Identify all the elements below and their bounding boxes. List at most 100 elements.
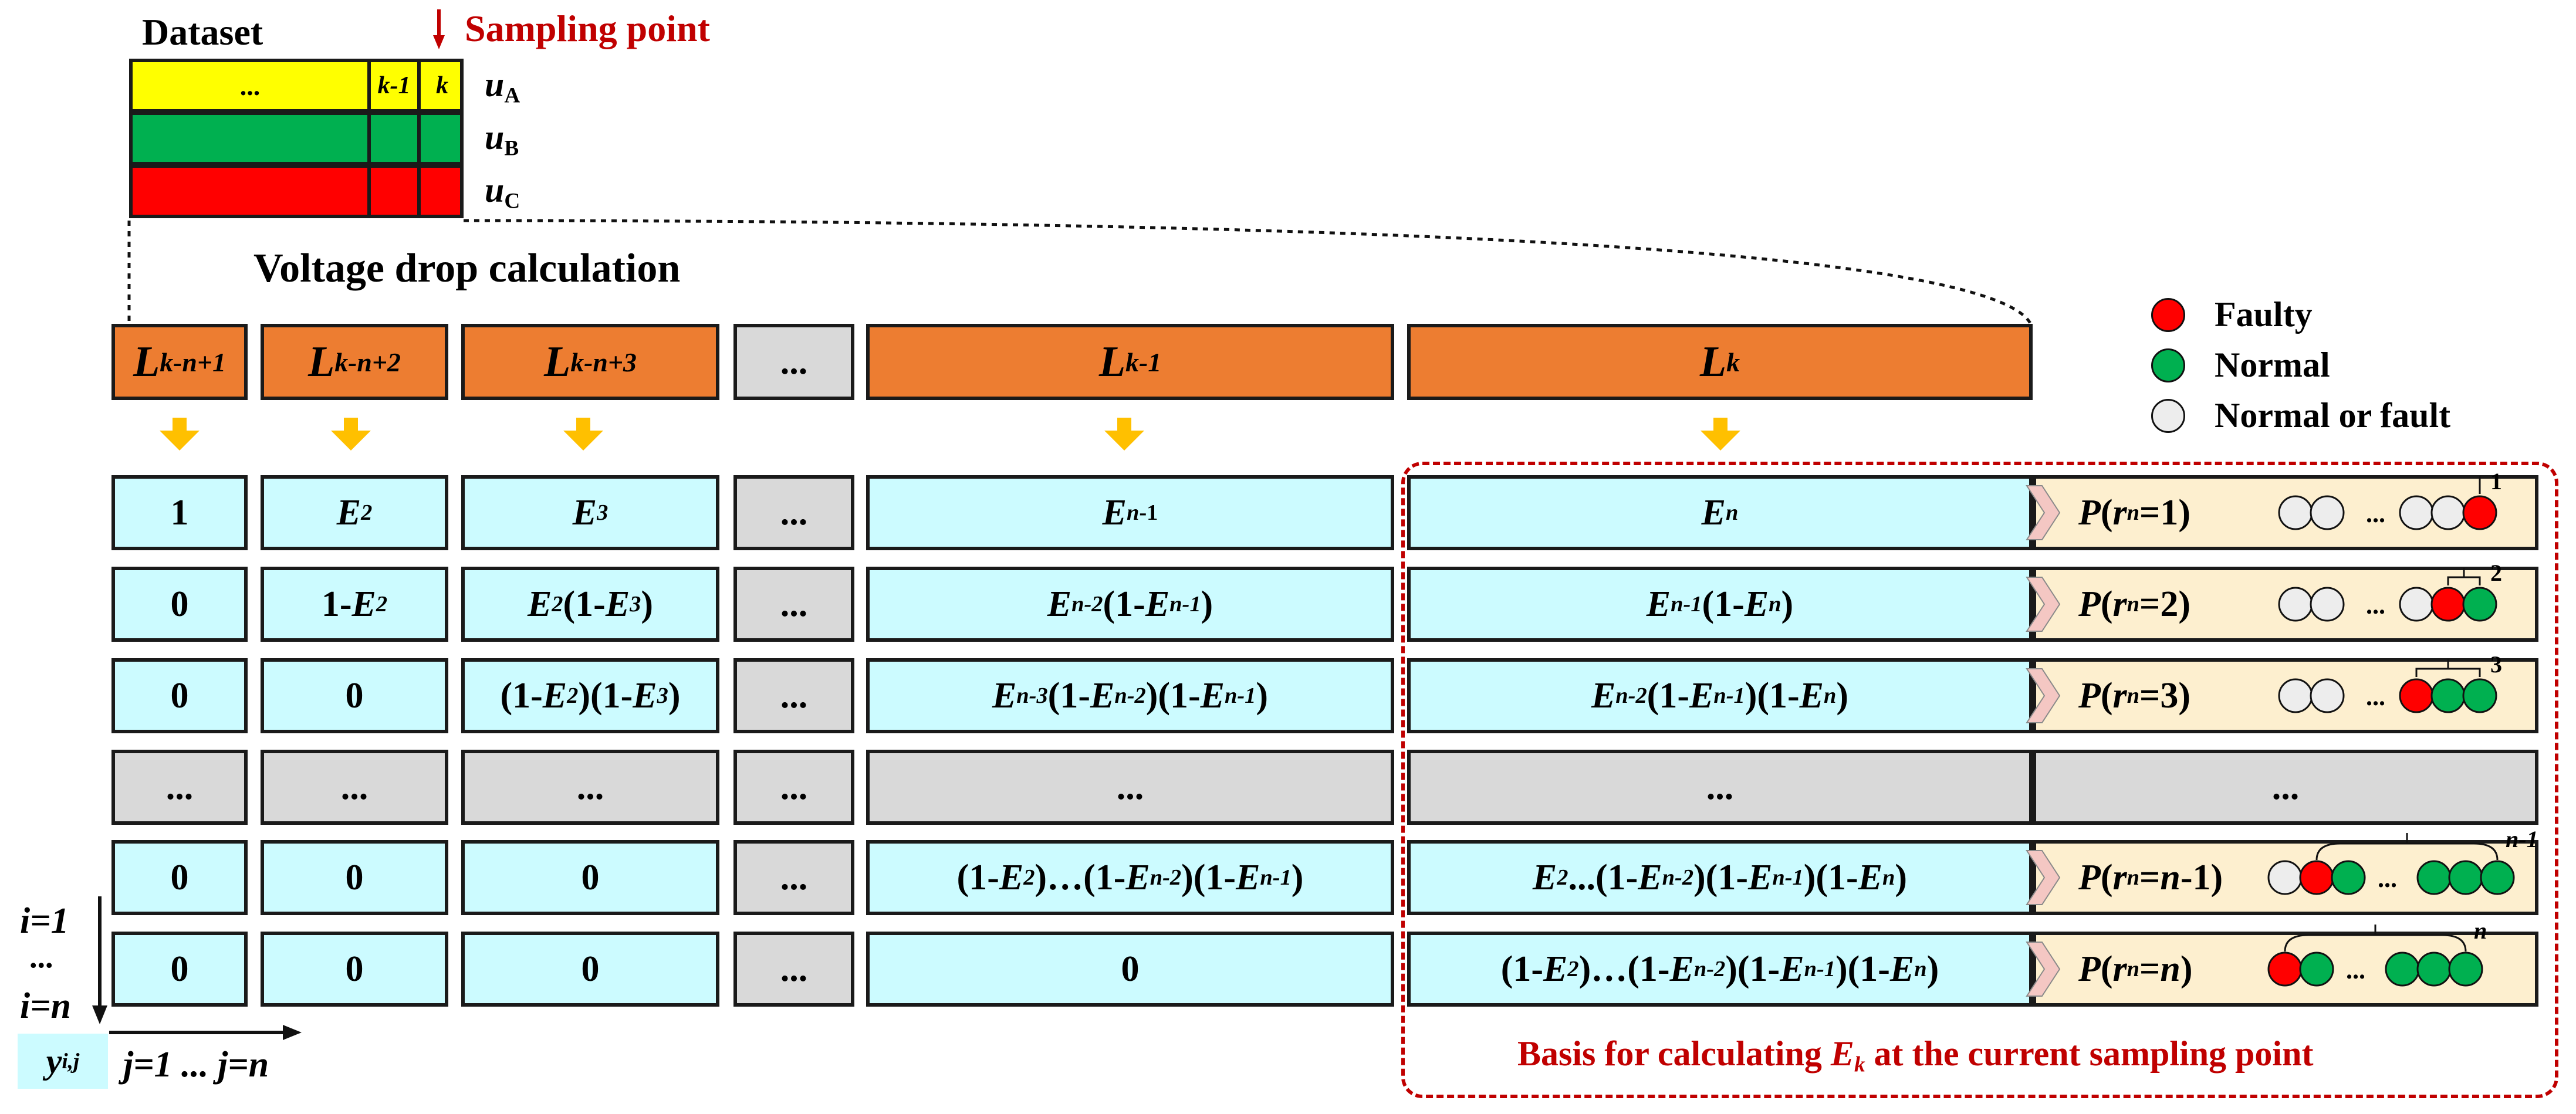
matrix-cell-r3-c4: ... bbox=[866, 750, 1394, 825]
svg-text:n-1: n-1 bbox=[2506, 826, 2538, 852]
matrix-cell-r5-c1: 0 bbox=[261, 932, 448, 1007]
matrix-cell-r1-c0: 0 bbox=[111, 567, 248, 642]
down-arrow-icon bbox=[1104, 418, 1144, 451]
basis-region bbox=[1401, 462, 2558, 1098]
legend-label-1: Normal bbox=[2215, 346, 2330, 384]
svg-text:...: ... bbox=[2366, 682, 2385, 711]
matrix-cell-r5-c3: ... bbox=[733, 932, 854, 1007]
legend-normal-icon bbox=[2151, 399, 2185, 433]
fault-pattern-0: ... 1 bbox=[2265, 468, 2535, 550]
matrix-cell-r0-c0: 1 bbox=[111, 475, 248, 550]
svg-text:...: ... bbox=[2366, 499, 2385, 528]
dataset-divider bbox=[367, 168, 371, 215]
dataset-cell-k-1: k-1 bbox=[377, 72, 411, 99]
svg-text:3: 3 bbox=[2490, 651, 2502, 678]
section-title: Voltage drop calculation bbox=[253, 246, 681, 291]
sampling-point-label: Sampling point bbox=[465, 8, 710, 49]
phase-label-a: uA bbox=[485, 65, 520, 108]
phase-label-c: uC bbox=[485, 171, 520, 214]
legend-faulty-icon bbox=[2151, 298, 2185, 332]
svg-text:n: n bbox=[2474, 917, 2487, 944]
down-arrow-icon bbox=[1701, 418, 1740, 451]
matrix-cell-r4-c3: ... bbox=[733, 840, 854, 915]
matrix-cell-r4-c1: 0 bbox=[261, 840, 448, 915]
legend-label-2: Normal or fault bbox=[2215, 396, 2451, 435]
phase-label-b: uB bbox=[485, 118, 519, 161]
matrix-cell-r3-c1: ... bbox=[261, 750, 448, 825]
dataset-divider bbox=[417, 62, 421, 109]
index-i-first: i=1 bbox=[20, 901, 69, 941]
fault-pattern-1: ... 2 bbox=[2265, 560, 2535, 642]
chevron-icon bbox=[2026, 668, 2062, 723]
svg-text:2: 2 bbox=[2490, 560, 2502, 586]
legend-label-0: Faulty bbox=[2215, 295, 2313, 334]
down-arrow-icon bbox=[563, 418, 603, 451]
fault-pattern-4: ... n-1 bbox=[2265, 826, 2538, 915]
svg-text:1: 1 bbox=[2490, 468, 2502, 495]
matrix-cell-r3-c0: ... bbox=[111, 750, 248, 825]
j-range-label: j=1 ... j=n bbox=[123, 1045, 269, 1085]
matrix-cell-r4-c2: 0 bbox=[461, 840, 719, 915]
dataset-title: Dataset bbox=[142, 11, 263, 53]
matrix-cell-r3-c2: ... bbox=[461, 750, 719, 825]
svg-text:...: ... bbox=[2378, 864, 2397, 893]
matrix-cell-r5-c2: 0 bbox=[461, 932, 719, 1007]
basis-symbol-sub: k bbox=[1854, 1052, 1865, 1077]
dataset-row-c bbox=[129, 164, 464, 218]
sampling-point-arrow-icon bbox=[433, 9, 445, 50]
legend-normal-icon bbox=[2151, 348, 2185, 382]
matrix-cell-r5-c4: 0 bbox=[866, 932, 1394, 1007]
index-i-dots: ... bbox=[29, 939, 53, 974]
basis-text-pre: Basis for calculating bbox=[1517, 1034, 1831, 1073]
down-arrow-icon bbox=[331, 418, 371, 451]
matrix-cell-r2-c3: ... bbox=[733, 658, 854, 733]
matrix-cell-r2-c1: 0 bbox=[261, 658, 448, 733]
dataset-cell-k: k bbox=[436, 72, 448, 99]
matrix-cell-r0-c3: ... bbox=[733, 475, 854, 550]
dataset-row-a: ... k-1 k bbox=[129, 59, 464, 113]
y-sub: i,j bbox=[62, 1049, 80, 1074]
chevron-icon bbox=[2026, 850, 2062, 905]
dataset-divider bbox=[417, 168, 421, 215]
chevron-icon bbox=[2026, 485, 2062, 540]
basis-symbol: E bbox=[1830, 1034, 1854, 1073]
fault-pattern-5: ... n bbox=[2265, 917, 2535, 1007]
chevron-icon bbox=[2026, 577, 2062, 632]
y-symbol: y bbox=[46, 1041, 62, 1081]
down-arrow-icon bbox=[160, 418, 200, 451]
svg-text:...: ... bbox=[2346, 956, 2365, 984]
basis-caption: Basis for calculating Ek at the current … bbox=[1517, 1034, 2313, 1077]
dataset-cell-dots: ... bbox=[239, 70, 261, 101]
fault-pattern-2: ... 3 bbox=[2265, 651, 2535, 733]
header-3: ... bbox=[733, 324, 854, 400]
basis-text-post: at the current sampling point bbox=[1865, 1034, 2314, 1073]
index-i-last: i=n bbox=[20, 986, 72, 1026]
matrix-cell-r3-c5: ... bbox=[1407, 750, 2033, 825]
dataset-row-b bbox=[129, 111, 464, 165]
matrix-cell-r5-c0: 0 bbox=[111, 932, 248, 1007]
matrix-cell-r2-c0: 0 bbox=[111, 658, 248, 733]
dataset-divider bbox=[367, 62, 371, 109]
svg-text:...: ... bbox=[2366, 591, 2385, 619]
chevron-icon bbox=[2026, 942, 2062, 997]
matrix-cell-r3-c3: ... bbox=[733, 750, 854, 825]
probability-row-3: ... bbox=[2033, 750, 2538, 825]
